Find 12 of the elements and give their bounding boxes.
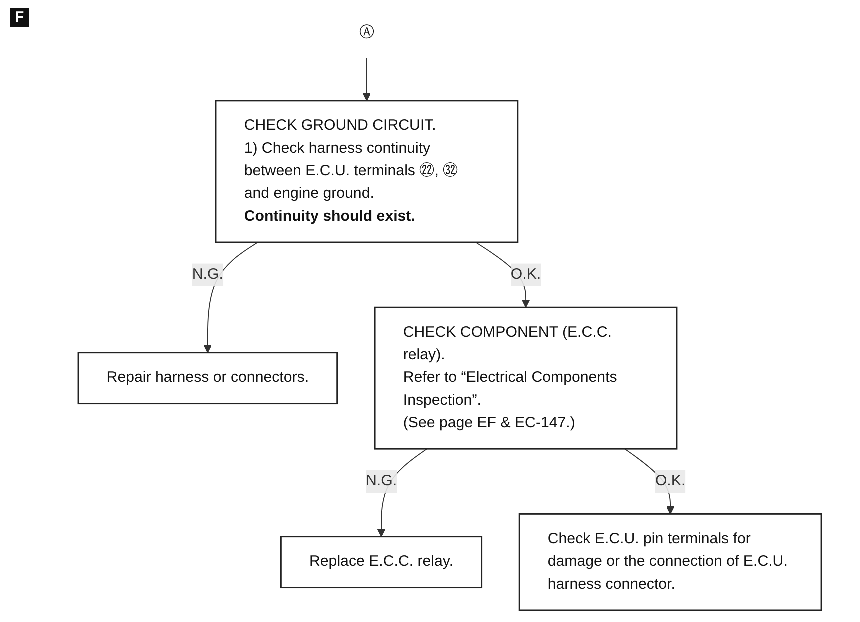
arrow — [362, 58, 372, 102]
edge-label: O.K. — [510, 266, 542, 283]
edge-label: O.K. — [655, 473, 686, 490]
node-box: Repair harness or connectors. — [78, 352, 338, 405]
section-letter: F — [10, 8, 30, 27]
node-box: Replace E.C.C. relay. — [280, 536, 483, 589]
edge-label: N.G. — [192, 266, 224, 283]
node-box: Check E.C.U. pin terminals for damage or the connection of E.C.U. harness connector. — [518, 514, 822, 612]
node-box: CHECK GROUND CIRCUIT. 1) Check harness continuity between E.C.U. terminals ㉒, ㉜ and engine ground. Continuity should exist. — [215, 100, 519, 244]
edge-label: N.G. — [366, 473, 398, 490]
node-text: Ⓐ — [359, 24, 375, 41]
node-box: CHECK COMPONENT (E.C.C. relay). Refer to “Electrical Components Inspection”. (See page EF & EC-147.) — [374, 306, 678, 450]
